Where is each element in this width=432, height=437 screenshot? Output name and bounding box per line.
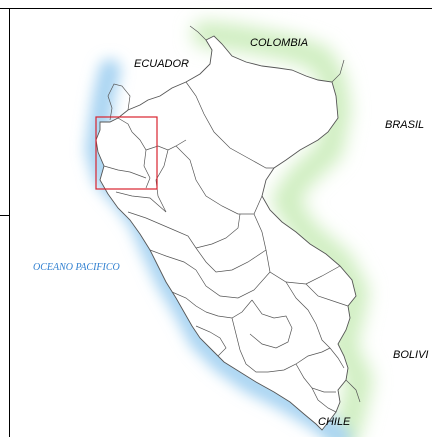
bolivia-chile-border	[345, 379, 361, 403]
border-ucayali	[253, 213, 341, 285]
border-lima-north	[149, 249, 197, 271]
border-loreto	[185, 81, 274, 169]
frame-left-border	[9, 8, 10, 437]
border-san-martin	[175, 145, 263, 215]
label-chile: CHILE	[318, 416, 351, 428]
border-lalibertad	[127, 211, 197, 249]
border-huanuco-ancash	[195, 213, 241, 249]
border-lambayeque-south	[115, 191, 167, 213]
label-brasil: BRASIL	[385, 119, 425, 131]
border-amazonas	[155, 149, 169, 213]
label-ecuador: ECUADOR	[134, 58, 190, 70]
highlight-box	[95, 116, 158, 190]
border-arequipa	[267, 347, 331, 373]
border-madre-de-dios	[305, 283, 349, 307]
border-ayacucho	[231, 317, 268, 373]
neighbor-halo	[192, 21, 373, 437]
border-puno	[329, 347, 345, 369]
department-borders	[103, 81, 349, 413]
border-pasco	[195, 247, 267, 273]
ecuador-colombia-border	[189, 25, 207, 41]
neighbor-borders	[107, 25, 361, 403]
border-apurimac	[249, 299, 293, 349]
border-cusco	[285, 281, 331, 349]
border-tacna	[311, 387, 337, 413]
border-piura-lamb	[103, 165, 147, 179]
border-piura-east	[131, 131, 151, 189]
label-ocean: OCEANO PACIFICO	[33, 262, 120, 273]
frame-tick-mark	[0, 215, 9, 216]
border-ica	[195, 325, 227, 357]
ecuador-coast	[107, 83, 131, 121]
border-tumbes	[117, 117, 133, 133]
colombia-brasil-border	[331, 59, 345, 83]
border-lima-south	[171, 291, 207, 313]
label-bolivia: BOLIVI	[393, 349, 429, 361]
frame-top-border	[0, 8, 432, 9]
label-colombia: COLOMBIA	[250, 37, 309, 49]
border-junin	[195, 269, 271, 299]
green-halo-path	[192, 21, 373, 437]
